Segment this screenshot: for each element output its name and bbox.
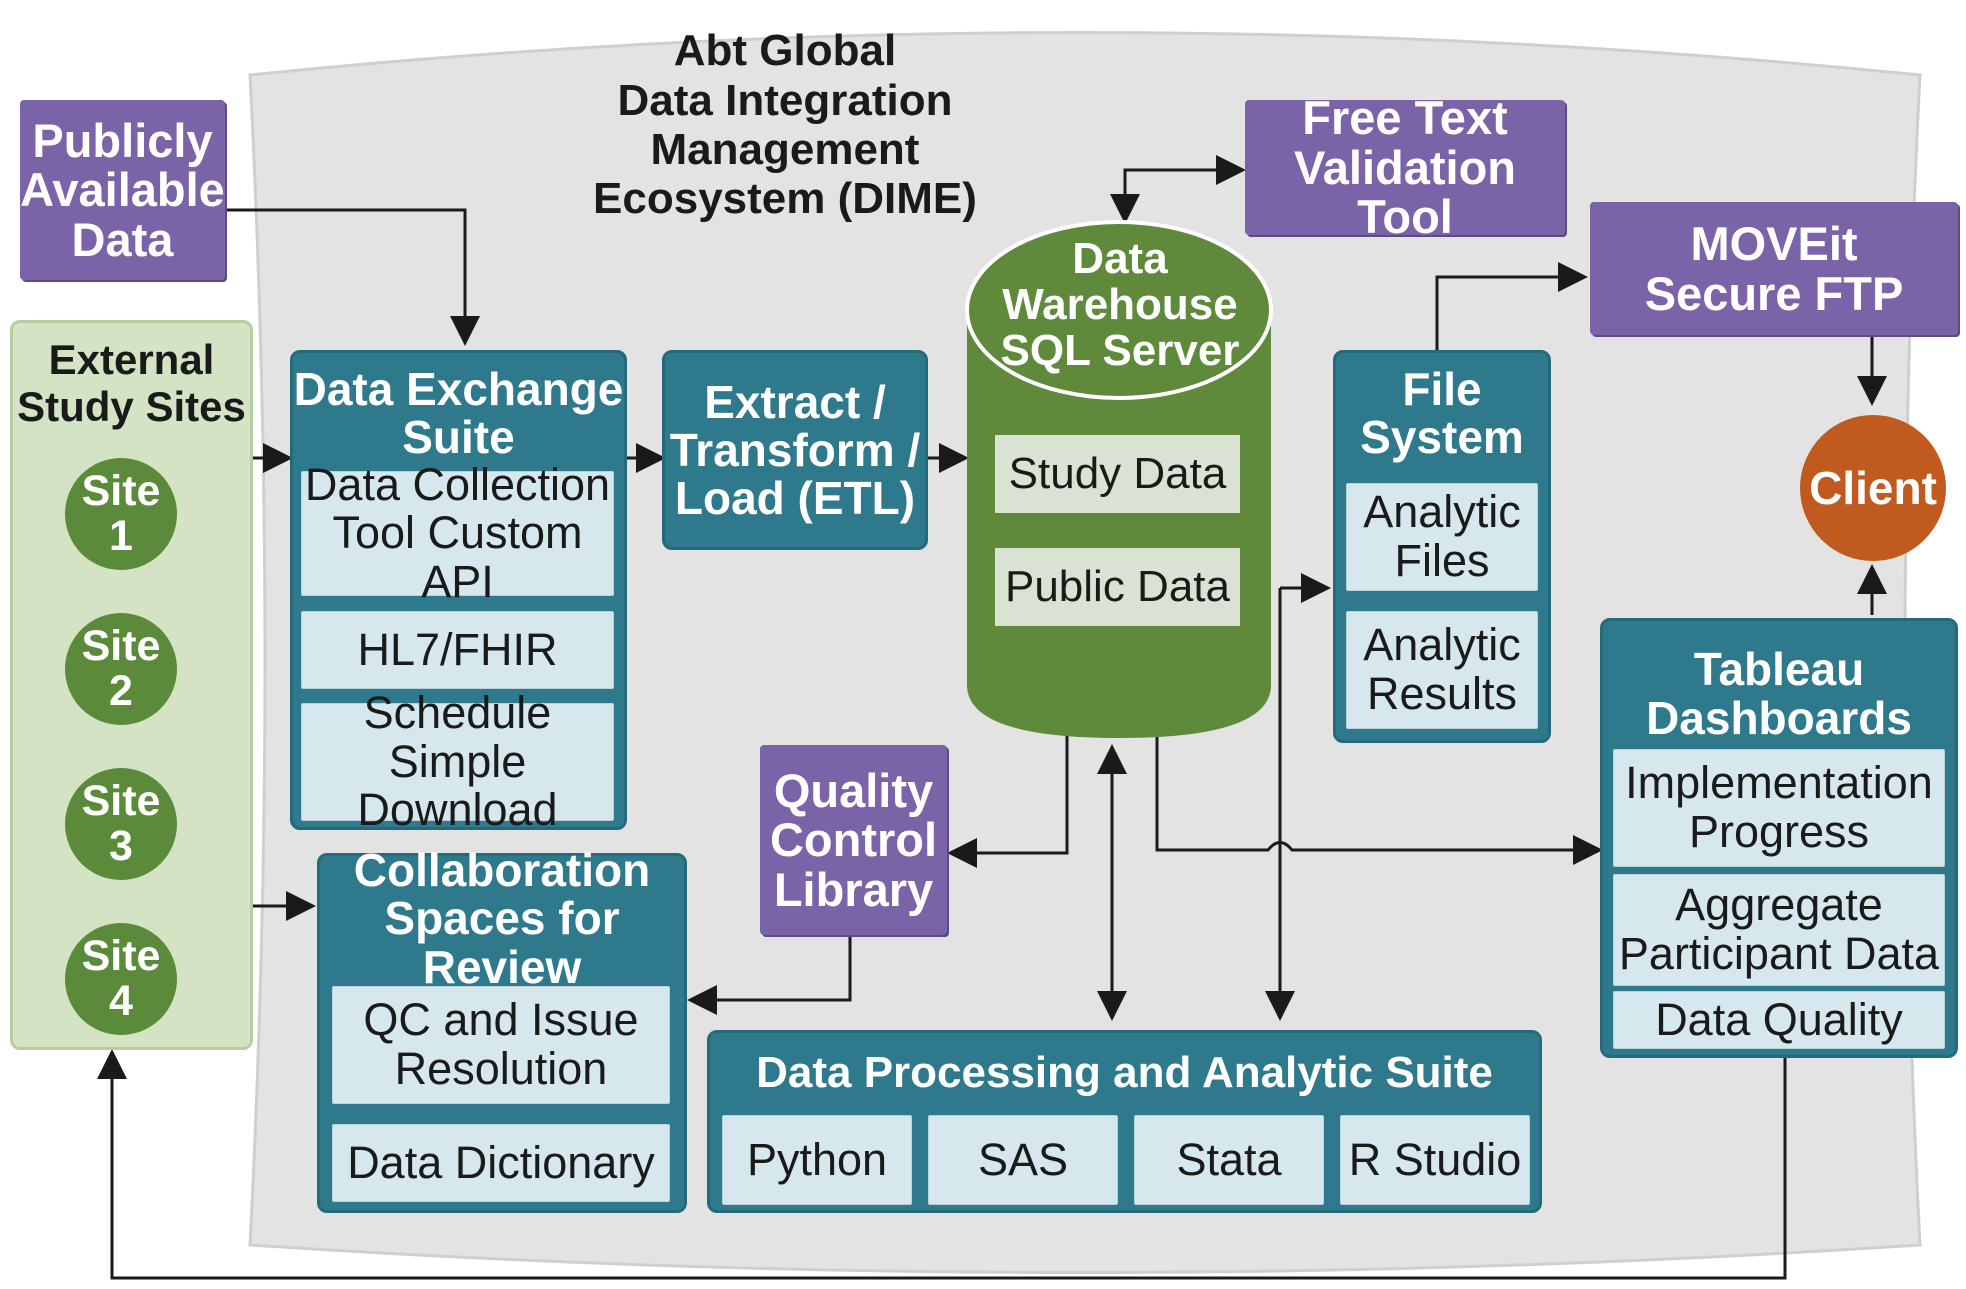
analytic-results-item: Analytic Results: [1346, 611, 1538, 729]
moveit-ftp-box: MOVEit Secure FTP: [1590, 202, 1958, 335]
free-text-validation-box: Free Text Validation Tool: [1245, 93, 1565, 241]
arrow-public-to-exchange: [225, 208, 480, 346]
hl7-fhir-item: HL7/FHIR: [301, 611, 614, 689]
title-line-3: Ecosystem (DIME): [593, 174, 977, 224]
site-2-circle: Site 2: [65, 613, 177, 725]
data-warehouse-title: Data Warehouse SQL Server: [1000, 233, 1240, 376]
tableau-dashboards-title: Tableau Dashboards: [1646, 643, 1912, 744]
site-4-circle: Site 4: [65, 923, 177, 1035]
aggregate-participant-data-item: Aggregate Participant Data: [1613, 874, 1945, 986]
stata-item: Stata: [1134, 1115, 1324, 1205]
external-study-sites-panel: External Study Sites Site 1 Site 2 Site …: [10, 320, 253, 1050]
sas-item: SAS: [928, 1115, 1118, 1205]
publicly-available-data-box: Publicly Available Data: [20, 100, 225, 280]
etl-box: Extract / Transform / Load (ETL): [662, 350, 928, 550]
quality-control-library-box: Quality Control Library: [760, 745, 947, 935]
page-title: Abt Global Data Integration Management E…: [490, 26, 1080, 223]
arrow-qc-to-collab: [687, 935, 852, 1015]
data-exchange-suite-panel: Data Exchange Suite Data Collection Tool…: [290, 350, 627, 834]
python-item: Python: [722, 1115, 912, 1205]
arrow-warehouse-to-qc: [947, 730, 1069, 868]
arrow-warehouse-to-tableau: [1155, 730, 1603, 865]
file-system-title: File System: [1360, 362, 1524, 463]
study-data-item: Study Data: [995, 435, 1240, 513]
site-1-circle: Site 1: [65, 458, 177, 570]
title-line-1: Abt Global: [673, 26, 897, 76]
data-processing-suite-panel: Data Processing and Analytic Suite Pytho…: [707, 1030, 1542, 1213]
site-3-circle: Site 3: [65, 768, 177, 880]
data-quality-item: Data Quality: [1613, 991, 1945, 1049]
public-data-item: Public Data: [995, 548, 1240, 626]
data-collection-api-item: Data Collection Tool Custom API: [301, 460, 614, 606]
qc-issue-resolution-item: QC and Issue Resolution: [332, 986, 670, 1104]
data-processing-suite-title: Data Processing and Analytic Suite: [756, 1047, 1493, 1097]
external-study-sites-title: External Study Sites: [17, 335, 246, 430]
data-exchange-suite-title: Data Exchange Suite: [293, 362, 624, 463]
arrow-filesystem-to-moveit: [1435, 262, 1588, 350]
schedule-simple-download-item: Schedule Simple Download: [301, 688, 614, 834]
r-studio-item: R Studio: [1340, 1115, 1530, 1205]
analytic-files-item: Analytic Files: [1346, 483, 1538, 591]
implementation-progress-item: Implementation Progress: [1613, 749, 1945, 867]
data-dictionary-item: Data Dictionary: [332, 1124, 670, 1202]
arrow-tableau-to-sites: [97, 1049, 1787, 1280]
client-circle: Client: [1800, 415, 1946, 561]
collaboration-spaces-title: Collaboration Spaces for Review: [353, 844, 651, 993]
title-line-2: Data Integration Management: [617, 75, 953, 174]
file-system-panel: File System Analytic Files Analytic Resu…: [1333, 350, 1551, 743]
collaboration-spaces-panel: Collaboration Spaces for Review QC and I…: [317, 844, 687, 1213]
tableau-dashboards-panel: Tableau Dashboards Implementation Progre…: [1600, 618, 1958, 1058]
